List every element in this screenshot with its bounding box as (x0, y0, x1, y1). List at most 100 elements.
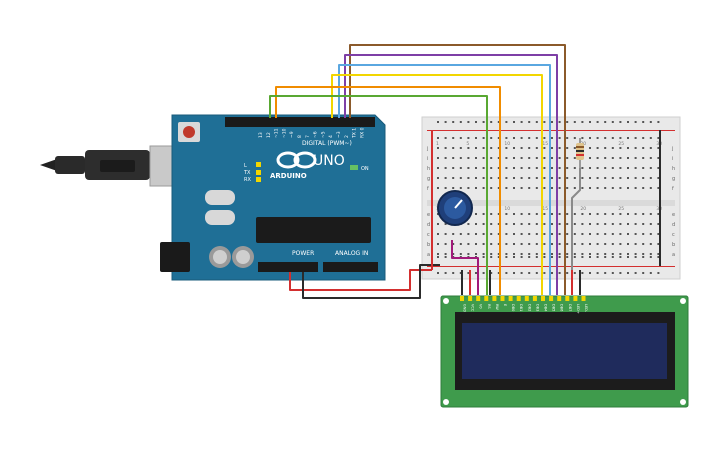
tx-label: TX (243, 170, 251, 176)
wire-black (302, 264, 440, 299)
lcd-pin-label: E (503, 304, 507, 306)
wires (269, 44, 661, 299)
lcd-screen (462, 323, 667, 379)
digital-pin-label: 4 (328, 135, 334, 138)
lcd-pin (524, 296, 529, 301)
column-number: 5 (466, 141, 469, 147)
lcd-pin (468, 296, 473, 301)
digital-pin-label: ~3 (336, 131, 342, 138)
row-letter: f (672, 186, 674, 192)
row-letter: a (672, 252, 675, 258)
l-label: L (244, 163, 247, 169)
digital-label: DIGITAL (PWM~) (302, 140, 352, 147)
row-letter: b (672, 242, 675, 248)
column-number: 1 (436, 141, 439, 147)
column-number: 20 (580, 206, 586, 212)
arduino-board: UNO ARDUINO DIGITAL (PWM~) POWER ANALOG … (160, 114, 386, 281)
potentiometer[interactable] (437, 190, 473, 226)
lcd-pin-label: RW (495, 304, 499, 310)
digital-pin-label: 13 (258, 132, 264, 138)
digital-pin-label: 7 (305, 135, 311, 138)
wire-blue (338, 64, 551, 295)
logo-text: ARDUINO (270, 172, 307, 180)
digital-pin-label: 2 (344, 135, 350, 138)
lcd-pin-label: DB7 (568, 304, 572, 311)
digital-pin-label: RX 0 (359, 127, 365, 138)
on-label: ON (361, 166, 369, 172)
lcd-pin-label: V0 (479, 304, 483, 309)
lcd-pin-label: DB3 (535, 304, 539, 311)
lcd-pin-label: DB2 (527, 304, 531, 311)
rx-label: RX (244, 177, 251, 183)
wire-orange-top (275, 86, 501, 295)
resistor (576, 138, 584, 168)
lcd-pin (581, 296, 586, 301)
lcd-pin (492, 296, 497, 301)
lcd-pin (460, 296, 464, 301)
row-letter: i (672, 156, 673, 162)
digital-pin-label: ~11 (274, 128, 280, 138)
row-letter: e (672, 212, 675, 218)
reset-button[interactable] (183, 126, 195, 138)
power-label: POWER (292, 250, 314, 257)
row-letter: i (427, 156, 428, 162)
row-letter: c (672, 232, 675, 238)
lcd-pin-label: DB5 (552, 304, 556, 311)
row-letter: d (427, 222, 430, 228)
column-number: 10 (504, 206, 510, 212)
digital-pin-label: ~10 (281, 128, 287, 138)
lcd-pin-label: LED+ (576, 304, 580, 314)
lcd-pin-label: VCC (471, 304, 475, 312)
digital-pin-label: ~6 (313, 131, 319, 138)
digital-pin-label: 8 (297, 135, 303, 138)
row-letter: j (426, 146, 428, 152)
arduino-logo-icon (276, 151, 300, 169)
lcd-pin (508, 296, 513, 301)
row-letter: g (427, 176, 430, 182)
row-letter: d (672, 222, 675, 228)
row-letter: j (671, 146, 673, 152)
column-number: 15 (542, 141, 548, 147)
lcd-pin (573, 296, 578, 301)
lcd-pin-label: DB4 (544, 304, 548, 312)
row-letter: a (427, 252, 430, 258)
lcd-pin-label: RS (487, 304, 491, 309)
wire-gray (571, 168, 581, 270)
lcd-pin (500, 296, 505, 301)
lcd-pin (565, 296, 570, 301)
lcd-pin (541, 296, 545, 301)
digital-pin-label: ~5 (320, 131, 326, 138)
row-letter: e (427, 212, 430, 218)
row-letter: c (427, 232, 430, 238)
row-letter: h (427, 166, 430, 172)
lcd-pin-label: LED- (584, 304, 588, 313)
digital-pin-label: TX 1 (352, 128, 358, 139)
digital-pin-label: 12 (266, 132, 272, 138)
wire-brown (349, 44, 566, 295)
column-number: 25 (618, 206, 624, 212)
digital-pin-label: ~9 (289, 131, 295, 138)
lcd-pin (484, 296, 489, 301)
row-letter: f (427, 186, 429, 192)
lcd-pin (549, 296, 554, 301)
model-label: UNO (313, 153, 345, 169)
wire-green (269, 95, 488, 295)
column-number: 15 (542, 206, 548, 212)
lcd-pin-label: DB1 (519, 304, 523, 311)
row-letter: h (672, 166, 675, 172)
row-letter: g (672, 176, 675, 182)
wire-magenta (451, 240, 479, 295)
lcd-pin-label: DB0 (511, 304, 515, 311)
analog-label: ANALOG IN (335, 250, 368, 257)
row-letter: b (427, 242, 430, 248)
lcd-pin (516, 296, 521, 301)
breadboard-holes (437, 121, 660, 274)
lcd-pin (476, 296, 481, 301)
lcd-pin (557, 296, 562, 301)
column-number: 10 (504, 141, 510, 147)
